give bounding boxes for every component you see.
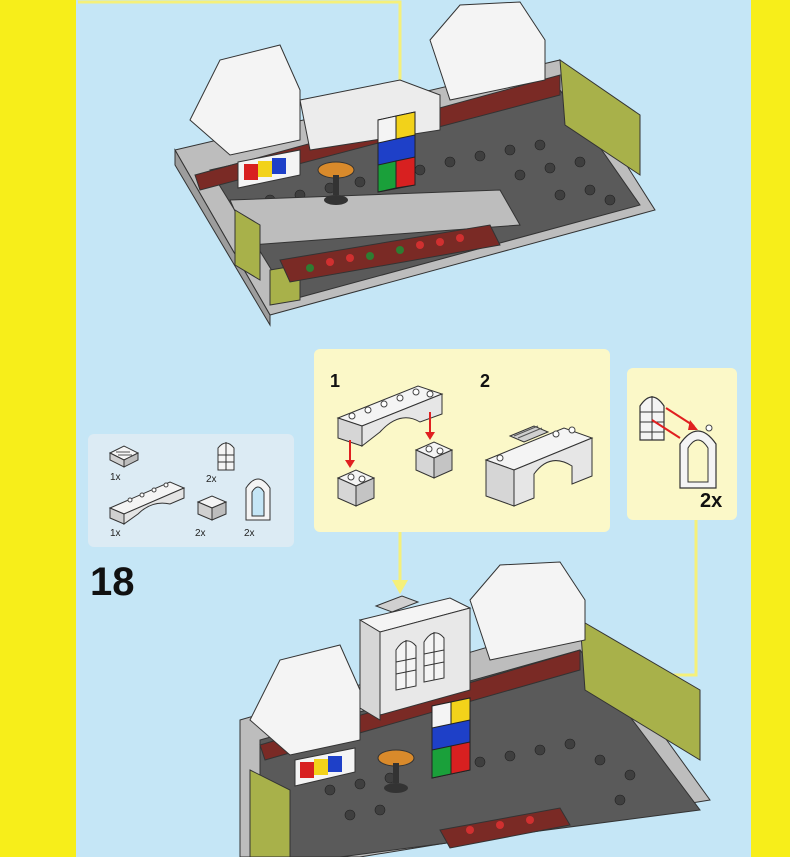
arch-icon <box>108 481 186 525</box>
qty-arch-frame: 2x <box>244 528 255 539</box>
substep-2-label: 2 <box>480 371 491 391</box>
arch-part <box>336 385 444 448</box>
brick-1x2-icon <box>196 495 228 521</box>
arch-frame-part <box>679 424 717 489</box>
grille-brick-icon <box>108 445 140 468</box>
right-border <box>751 0 790 857</box>
substep-1-label: 1 <box>330 371 341 391</box>
assembled-arch <box>484 425 594 507</box>
window-icon <box>217 442 235 471</box>
arch-frame-icon <box>245 478 271 521</box>
brick-left <box>336 469 376 507</box>
window-pane-part <box>639 396 665 441</box>
qty-grille-brick: 1x <box>110 472 121 483</box>
step-number: 18 <box>90 560 135 604</box>
qty-arch: 1x <box>110 528 121 539</box>
qty-brick-1x2: 2x <box>195 528 206 539</box>
window-multiplier: 2x <box>700 490 723 512</box>
qty-window: 2x <box>206 474 217 485</box>
left-border <box>0 0 76 857</box>
brick-right <box>414 441 454 479</box>
